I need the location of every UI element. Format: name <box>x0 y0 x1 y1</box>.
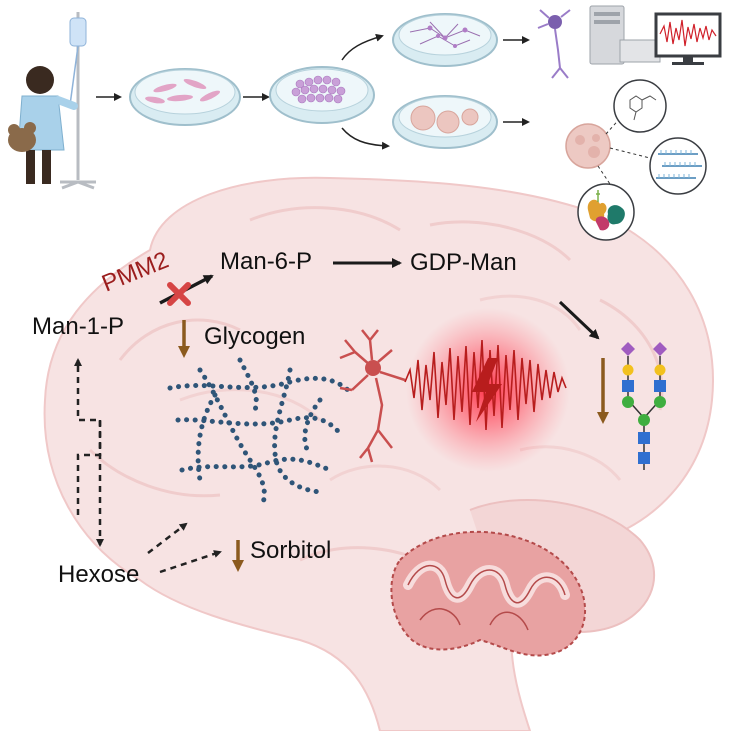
man1p-label: Man-1-P <box>32 313 124 340</box>
mitochondrion-icon <box>390 530 586 657</box>
arrow-ipsc-to-neurons <box>341 33 384 61</box>
gdpman-label: GDP-Man <box>410 249 517 276</box>
arrow-ipsc-to-organoids <box>341 127 390 150</box>
glycogen-label: Glycogen <box>204 323 305 350</box>
neuron-icon <box>339 329 406 463</box>
petri-dish-icon <box>129 68 241 126</box>
organoid-icon <box>565 123 611 169</box>
dashed-arrow-hexose-glycogen <box>147 522 188 554</box>
petri-dish-icon <box>269 66 375 124</box>
glycogen-icon <box>167 357 353 509</box>
proteins-icon <box>577 183 635 241</box>
petri-dish-icon <box>392 13 498 67</box>
dashed-arrow-hexose-man1p <box>74 358 102 515</box>
block-cross-icon <box>167 282 191 306</box>
lightning-icon <box>472 358 502 422</box>
glycan-icon <box>621 342 667 470</box>
neuron-icon <box>537 9 571 79</box>
patient-with-iv-icon <box>8 12 96 190</box>
computer-recording-icon <box>589 5 722 65</box>
man6p-label: Man-6-P <box>220 248 312 275</box>
seizure-trace <box>404 339 567 431</box>
arrow-gdpman-to-glycan <box>558 300 600 340</box>
sequencing-icon <box>649 137 707 195</box>
sorbitol-label: Sorbitol <box>250 537 331 564</box>
petri-dish-icon <box>392 95 498 149</box>
neuron-soma <box>365 360 381 376</box>
molecule-icon <box>613 79 667 133</box>
hexose-label: Hexose <box>58 561 139 588</box>
